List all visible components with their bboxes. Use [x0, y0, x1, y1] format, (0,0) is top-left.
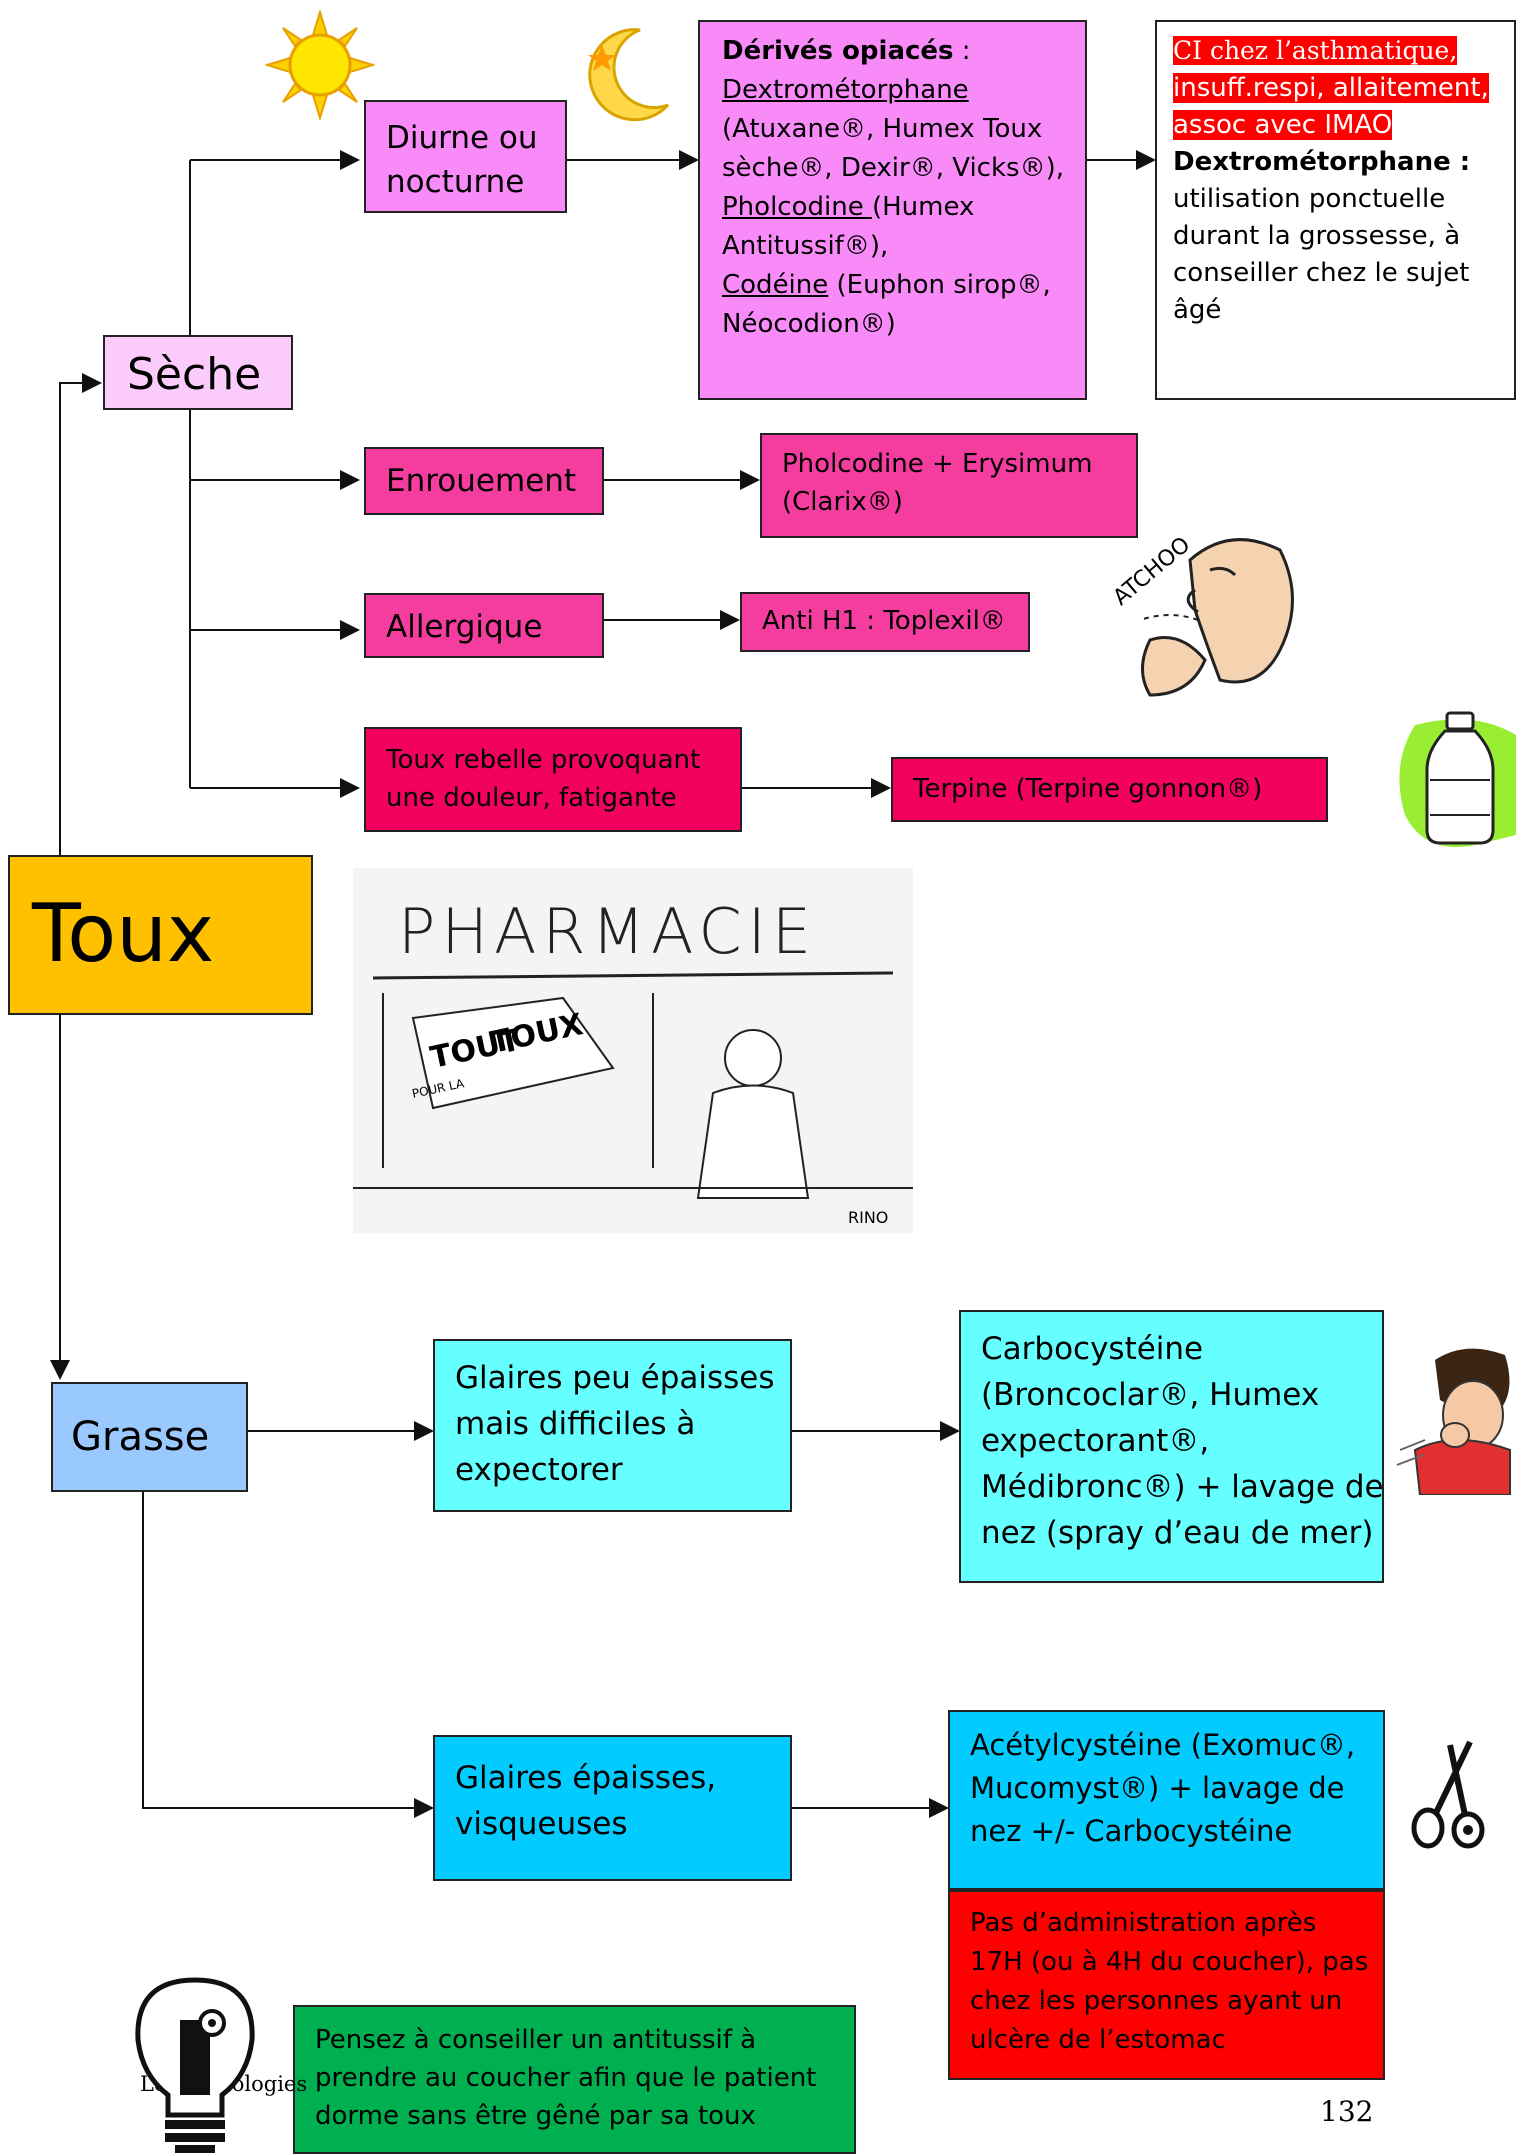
rebelle-line-2: une douleur, fatigante — [386, 783, 677, 813]
allergique-label: Allergique — [386, 609, 543, 645]
glaires-peu-line-2: mais difficiles à — [455, 1406, 696, 1442]
diurne-box: Diurne ou nocturne — [364, 100, 567, 213]
ci-line-1: utilisation ponctuelle — [1173, 184, 1446, 214]
glaires-epaisses-box: Glaires épaisses, visqueuses — [433, 1735, 792, 1881]
connector-grasse-epaisses — [142, 1492, 434, 1818]
rebelle-box: Toux rebelle provoquant une douleur, fat… — [364, 727, 742, 832]
acetyl-warn-line-1: Pas d’administration après — [970, 1908, 1317, 1938]
carbo-line-4: Médibronc®) + lavage de — [981, 1469, 1384, 1505]
opiaces-heading: Dérivés opiacés — [722, 36, 954, 66]
seche-box: Sèche — [103, 335, 293, 410]
tip-line-2: prendre au coucher afin que le patient — [315, 2063, 817, 2093]
enrouement-box: Enrouement — [364, 447, 604, 515]
pholco-name: Pholcodine — [722, 192, 872, 222]
coughing-child-icon — [1396, 1348, 1511, 1495]
acetyl-warn-line-3: chez les personnes ayant un — [970, 1986, 1343, 2016]
opiaces-heading-suffix: : — [953, 36, 971, 66]
ci-line-2: durant la grossesse, à — [1173, 221, 1461, 251]
opiaces-box: Dérivés opiacés : Dextrométorphane (Atux… — [698, 20, 1087, 400]
sun-icon — [265, 10, 375, 120]
anti-h1-box: Anti H1 : Toplexil® — [740, 592, 1030, 652]
grasse-label: Grasse — [71, 1414, 210, 1460]
acetylcysteine-box: Acétylcystéine (Exomuc®, Mucomyst®) + la… — [948, 1710, 1385, 1890]
acetyl-warn-line-4: ulcère de l’estomac — [970, 2025, 1226, 2055]
codeine-brands-1: (Euphon sirop®, — [828, 270, 1051, 300]
terpine-label: Terpine (Terpine gonnon®) — [913, 774, 1263, 804]
pholco-erysimum-box: Pholcodine + Erysimum (Clarix®) — [760, 433, 1138, 538]
water-bottle-icon — [1399, 711, 1516, 847]
moon-icon — [588, 28, 670, 122]
glaires-peu-line-3: expectorer — [455, 1452, 623, 1488]
tip-line-1: Pensez à conseiller un antitussif à — [315, 2025, 757, 2055]
toux-label: Toux — [32, 887, 215, 980]
toux-root-box: Toux — [8, 855, 313, 1015]
codeine-brands-2: Néocodion®) — [722, 309, 896, 339]
acetyl-line-3: nez +/- Carbocystéine — [970, 1814, 1293, 1848]
acetyl-warning-box: Pas d’administration après 17H (ou à 4H … — [948, 1890, 1385, 2080]
dextro-name: Dextrométorphane — [722, 75, 969, 105]
sneeze-man-icon: ATCHOO — [1110, 532, 1294, 697]
glaires-epaisses-line-1: Glaires épaisses, — [455, 1760, 717, 1796]
tip-box: Pensez à conseiller un antitussif à pren… — [293, 2005, 856, 2154]
pholco-brands-1: (Humex — [871, 192, 975, 222]
pharmacie-sign-text: PHARMACIE — [398, 895, 817, 968]
dextro-brands-2: sèche®, Dexir®, Vicks®), — [722, 153, 1064, 183]
lightbulb-icon — [135, 1977, 255, 2153]
connector-toux-seche — [59, 373, 102, 855]
carbo-line-1: Carbocystéine — [981, 1331, 1204, 1367]
pharmacie-cartoon: PHARMACIE TOUT TOUX POUR LA RINO — [353, 868, 913, 1233]
terpine-box: Terpine (Terpine gonnon®) — [891, 757, 1328, 822]
page-number: 132 — [1320, 2095, 1374, 2128]
ci-warning-3: assoc avec IMAO — [1173, 110, 1393, 140]
acetyl-line-1: Acétylcystéine (Exomuc®, — [970, 1728, 1356, 1762]
enrouement-label: Enrouement — [386, 463, 577, 499]
glaires-peu-line-1: Glaires peu épaisses — [455, 1360, 775, 1396]
ci-warning-1: CI chez l’asthmatique, — [1173, 36, 1458, 65]
seche-label: Sèche — [127, 349, 262, 400]
cartoon-signature: RINO — [848, 1208, 888, 1227]
rebelle-line-1: Toux rebelle provoquant — [386, 745, 701, 775]
scissors-icon — [1411, 1740, 1485, 1849]
ci-warning-2: insuff.respi, allaitement, — [1173, 73, 1489, 103]
grasse-box: Grasse — [51, 1382, 248, 1492]
ci-line-4: âgé — [1173, 295, 1222, 325]
tip-line-3: dorme sans être gêné par sa toux — [315, 2101, 756, 2131]
carbo-line-2: (Broncoclar®, Humex — [981, 1377, 1320, 1413]
acetyl-warn-line-2: 17H (ou à 4H du coucher), pas — [970, 1947, 1369, 1977]
allergique-box: Allergique — [364, 593, 604, 658]
carbo-line-5: nez (spray d’eau de mer) — [981, 1515, 1374, 1551]
sneeze-text: ATCHOO — [1110, 532, 1195, 610]
diurne-line-1: Diurne ou — [386, 120, 538, 156]
diurne-line-2: nocturne — [386, 164, 525, 200]
dextro-brands-1: (Atuxane®, Humex Toux — [722, 114, 1043, 144]
pholco-erysimum-line-2: (Clarix®) — [782, 487, 903, 517]
ci-bold-line: Dextrométorphane : — [1173, 147, 1471, 177]
glaires-peu-box: Glaires peu épaisses mais difficiles à e… — [433, 1339, 792, 1512]
ci-box: CI chez l’asthmatique, insuff.respi, all… — [1155, 20, 1516, 400]
carbo-line-3: expectorant®, — [981, 1423, 1210, 1459]
glaires-epaisses-line-2: visqueuses — [455, 1806, 628, 1842]
pholco-erysimum-line-1: Pholcodine + Erysimum — [782, 449, 1093, 479]
anti-h1-label: Anti H1 : Toplexil® — [762, 606, 1006, 636]
codeine-name: Codéine — [722, 270, 829, 300]
pholco-brands-2: Antitussif®), — [722, 231, 889, 261]
ci-line-3: conseiller chez le sujet — [1173, 258, 1470, 288]
carbocysteine-box: Carbocystéine (Broncoclar®, Humex expect… — [959, 1310, 1384, 1583]
acetyl-line-2: Mucomyst®) + lavage de — [970, 1771, 1345, 1805]
